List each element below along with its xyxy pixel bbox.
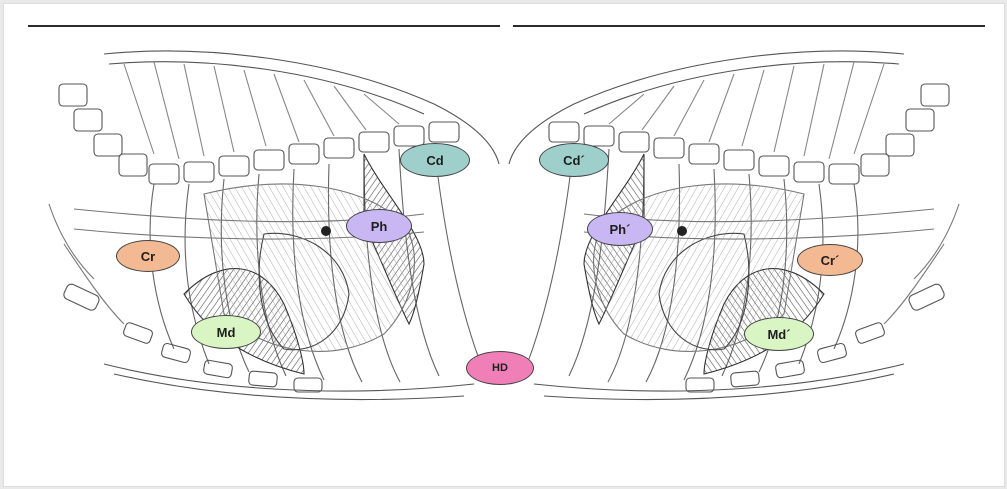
left-thorax-drawing xyxy=(48,50,500,401)
right-thorax-drawing xyxy=(508,50,960,401)
cranial-region-label-right: Cr´ xyxy=(797,244,863,276)
middle-region-text-right: Md´ xyxy=(767,326,791,342)
left-panel-header-rule xyxy=(28,25,500,27)
figure-frame: Cr Md Ph Cd HD Cd´ Ph´ Cr´ Md´ xyxy=(3,3,1005,487)
heart-diaphragm-region-text: HD xyxy=(492,362,508,374)
heart-diaphragm-region-label: HD xyxy=(466,351,534,385)
cranial-region-label-left: Cr xyxy=(116,240,180,272)
right-vertebrae xyxy=(548,83,950,185)
caudal-region-label-right: Cd´ xyxy=(539,143,609,177)
left-vertebrae xyxy=(58,83,460,185)
perihilar-region-text-left: Ph xyxy=(370,218,388,234)
middle-region-label-left: Md xyxy=(191,315,261,349)
caudal-region-label-left: Cd xyxy=(400,143,470,177)
perihilar-region-label-right: Ph´ xyxy=(587,212,653,246)
perihilar-region-text-right: Ph´ xyxy=(609,221,631,237)
right-panel-header-rule xyxy=(513,25,985,27)
caudal-region-text-right: Cd´ xyxy=(563,152,585,168)
cranial-region-text-right: Cr´ xyxy=(820,252,840,268)
cranial-region-text-left: Cr xyxy=(140,248,156,264)
perihilar-region-label-left: Ph xyxy=(346,209,412,243)
middle-region-label-right: Md´ xyxy=(744,317,814,351)
right-sternum xyxy=(685,283,945,393)
middle-region-text-left: Md xyxy=(216,324,236,340)
left-sternum xyxy=(63,283,323,393)
caudal-region-text-left: Cd xyxy=(426,152,444,168)
